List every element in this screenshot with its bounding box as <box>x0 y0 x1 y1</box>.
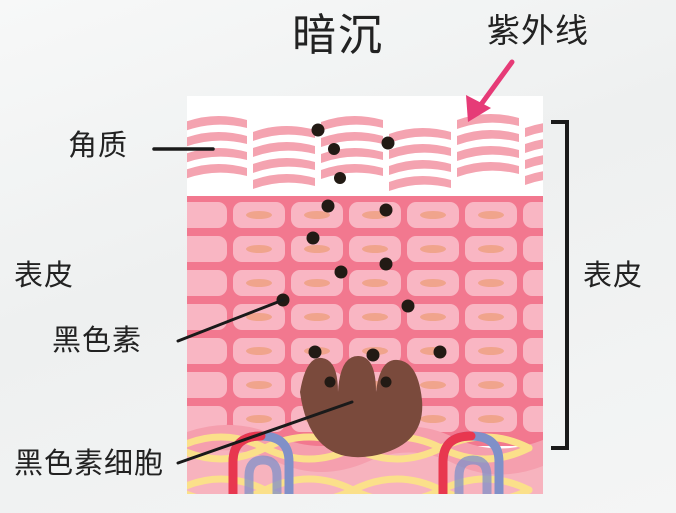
stratum-corneum-layer <box>187 113 543 191</box>
epidermis-bracket-label: 表皮 <box>583 260 644 292</box>
melanin-granules <box>276 123 447 362</box>
skin-cross-section-panel <box>187 96 543 494</box>
skin-diagram-svg <box>187 96 543 494</box>
melanocyte-label: 黑色素细胞 <box>14 448 165 480</box>
page-title: 暗沉 <box>292 11 384 60</box>
epidermis-bracket <box>551 120 569 450</box>
epidermis-label-left: 表皮 <box>14 260 75 292</box>
capillary-loop-2 <box>438 431 504 494</box>
cornified-layer-label: 角质 <box>68 130 129 162</box>
uv-label: 紫外线 <box>487 12 589 49</box>
capillary-loop-2-inner <box>454 455 492 494</box>
melanin-label: 黑色素 <box>52 325 143 357</box>
